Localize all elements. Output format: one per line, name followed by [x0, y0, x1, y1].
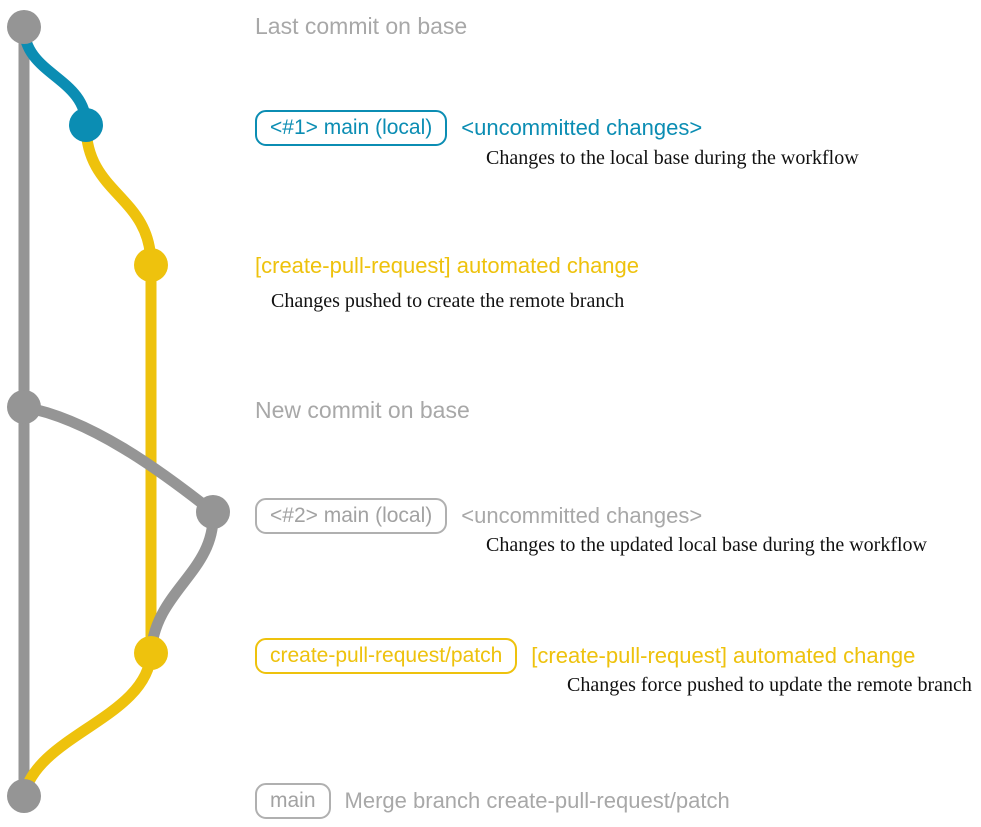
commit-new-base[interactable]: [7, 390, 41, 424]
subject-merge: Merge branch create-pull-request/patch: [344, 788, 730, 813]
edge-local-2-to-patch-2: [145, 506, 219, 659]
headline-last-commit-on-base: Last commit on base: [255, 13, 468, 39]
edge-local-1-to-patch-1: [80, 119, 157, 271]
badge-main[interactable]: main: [255, 783, 331, 819]
subject-patch-2: [create-pull-request] automated change: [531, 643, 916, 668]
spacer: [517, 656, 531, 657]
row-merge: main Merge branch create-pull-request/pa…: [255, 783, 730, 819]
description-local-2: Changes to the updated local base during…: [486, 534, 927, 556]
row-local-2: <#2> main (local) <uncommitted changes>: [255, 498, 702, 534]
commit-local-1[interactable]: [69, 108, 103, 142]
subject-local-1: <uncommitted changes>: [461, 115, 703, 140]
badge-patch-2[interactable]: create-pull-request/patch: [255, 638, 518, 674]
subject-patch-1: [create-pull-request] automated change: [255, 253, 640, 278]
commit-local-2[interactable]: [196, 495, 230, 529]
description-patch-2: Changes force pushed to update the remot…: [567, 674, 972, 696]
description-patch-1: Changes pushed to create the remote bran…: [271, 290, 625, 312]
headline-new-commit-on-base: New commit on base: [255, 397, 470, 423]
row-local-1: <#1> main (local) <uncommitted changes>: [255, 110, 702, 146]
commit-merge[interactable]: [7, 779, 41, 813]
row-patch-2: create-pull-request/patch [create-pull-r…: [255, 638, 915, 674]
commit-patch-1[interactable]: [134, 248, 168, 282]
badge-local-1[interactable]: <#1> main (local): [255, 110, 448, 146]
description-local-1: Changes to the local base during the wor…: [486, 147, 859, 169]
spacer: [447, 128, 461, 129]
edge-patch-2-to-merge: [18, 647, 157, 802]
badge-local-2[interactable]: <#2> main (local): [255, 498, 448, 534]
edge-new-base-to-local-2: [18, 401, 219, 518]
commit-last-base[interactable]: [7, 10, 41, 44]
spacer: [447, 516, 461, 517]
spacer: [331, 801, 345, 802]
subject-local-2: <uncommitted changes>: [461, 503, 703, 528]
row-patch-1: [create-pull-request] automated change: [255, 255, 639, 277]
commit-patch-2[interactable]: [134, 636, 168, 670]
